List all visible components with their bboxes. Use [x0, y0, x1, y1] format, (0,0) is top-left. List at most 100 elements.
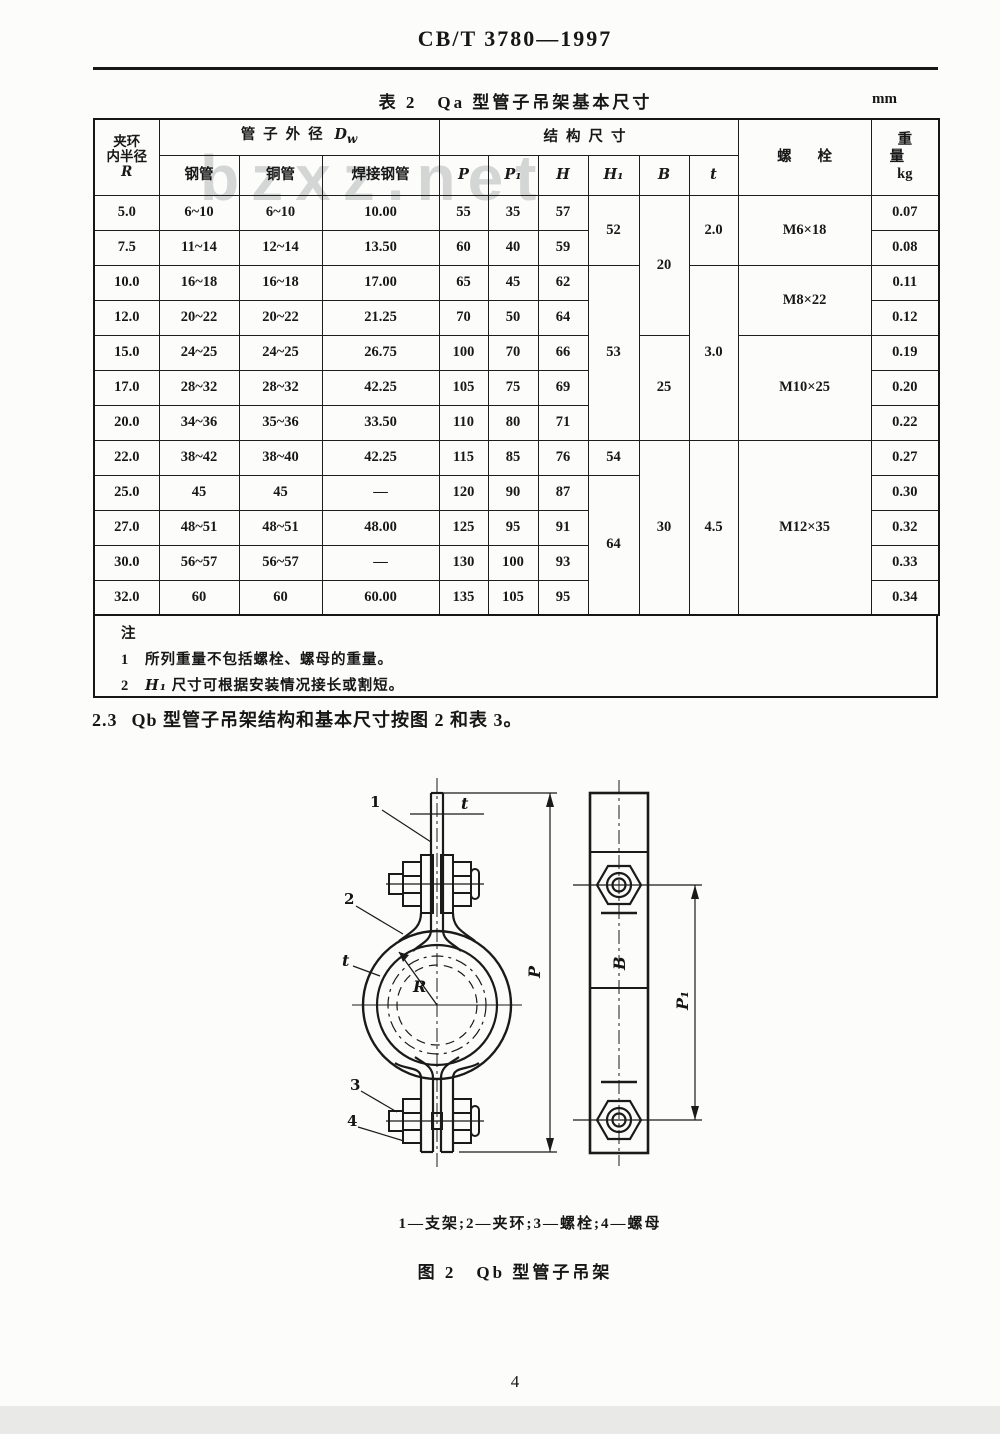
cell: 75 — [487, 369, 539, 406]
header-outer-diameter-group: 管子外径 Dw — [158, 118, 440, 156]
cell: 70 — [487, 334, 539, 371]
cell: 13.50 — [321, 229, 440, 266]
cell: 69 — [537, 369, 589, 406]
part2-leader — [355, 905, 404, 935]
note-label: 注 — [121, 626, 137, 642]
header-dim-p1: P₁ — [487, 154, 539, 196]
header-dim-h1: H₁ — [587, 154, 640, 196]
cell: 25.0 — [93, 474, 160, 511]
cell: 57 — [537, 194, 589, 231]
cell: 10.00 — [321, 194, 440, 231]
cell: 28~32 — [158, 369, 240, 406]
table-row: 12.0 20~22 20~22 21.25 70 50 64 0.12 — [93, 299, 940, 336]
cell: 0.20 — [870, 369, 940, 406]
cell: 38~40 — [238, 439, 323, 476]
p1-dimension — [573, 884, 702, 1121]
doc-number: CB/T 3780—1997 — [417, 26, 613, 51]
cell: 0.11 — [870, 264, 940, 301]
cell: 60 — [238, 579, 323, 616]
table-row: 22.0 38~42 38~40 42.25 115 85 76 54 30 4… — [93, 439, 940, 616]
cell: — — [321, 544, 440, 581]
cell: 33.50 — [321, 404, 440, 441]
cell: 0.34 — [870, 579, 940, 616]
cell: 59 — [537, 229, 589, 266]
note-item-number: 2 — [121, 678, 130, 694]
cell: 16~18 — [238, 264, 323, 301]
cell: 20.0 — [93, 404, 160, 441]
p-dimension — [443, 792, 557, 1153]
header-dim-p: P — [438, 154, 489, 196]
header-structure-group: 结构尺寸 — [438, 118, 739, 156]
lower-bolt-assembly — [386, 1098, 484, 1144]
table-row: 32.0 60 60 60.00 135 105 95 0.34 — [93, 579, 940, 616]
cell-h1-merged: 64 — [587, 474, 640, 616]
note-item-text: 尺寸可根据安装情况接长或割短。 — [167, 678, 405, 694]
cell: 27.0 — [93, 509, 160, 546]
t-top-label: t — [461, 794, 469, 813]
header-dim-b: B — [638, 154, 690, 196]
table-caption: 表 2 Qa 型管子吊架基本尺寸 — [378, 93, 653, 112]
header-weight-label: 重量 — [889, 132, 929, 165]
header-radius-line1: 夹环 — [113, 134, 141, 150]
cell: — — [321, 474, 440, 511]
table-row: 7.5 11~14 12~14 13.50 60 40 59 0.08 — [93, 229, 940, 266]
table-row: 10.0 16~18 16~18 17.00 65 45 62 53 3.0 M… — [93, 264, 940, 441]
cell-b-merged: 25 — [638, 334, 690, 441]
cell: 40 — [487, 229, 539, 266]
header-copper-pipe: 铜管 — [238, 154, 323, 196]
part2-label: 2 — [344, 890, 354, 908]
cell-bolt-merged: M12×35 — [737, 439, 872, 616]
cell-t-merged: 3.0 — [688, 264, 739, 441]
part3-leader — [360, 1090, 398, 1113]
cell: 56~57 — [158, 544, 240, 581]
cell: 95 — [537, 579, 589, 616]
cell: 85 — [487, 439, 539, 476]
cell: 0.19 — [870, 334, 940, 371]
cell-b-merged: 30 — [638, 439, 690, 616]
cell: 71 — [537, 404, 589, 441]
cell: 48.00 — [321, 509, 440, 546]
cell-t-merged: 2.0 — [688, 194, 739, 266]
header-outer-diameter-label: 管子外径 — [240, 127, 331, 144]
cell: 7.5 — [93, 229, 160, 266]
cell-bolt-merged: M8×22 — [737, 264, 872, 336]
figure-legend: 1—支架;2—夹环;3—螺栓;4—螺母 — [398, 1216, 662, 1232]
cell: 22.0 — [93, 439, 160, 476]
cell: 16~18 — [158, 264, 240, 301]
cell: 100 — [487, 544, 539, 581]
part4-label: 4 — [347, 1112, 357, 1130]
table-row: 17.0 28~32 28~32 42.25 105 75 69 0.20 — [93, 369, 940, 406]
front-view — [352, 778, 557, 1170]
cell: 90 — [487, 474, 539, 511]
cell: 65 — [438, 264, 489, 301]
cell: 0.33 — [870, 544, 940, 581]
cell: 34~36 — [158, 404, 240, 441]
cell: 12.0 — [93, 299, 160, 336]
cell: 76 — [537, 439, 589, 476]
cell: 130 — [438, 544, 489, 581]
cell: 87 — [537, 474, 589, 511]
scan-edge-bar — [0, 1406, 1000, 1434]
cell: 6~10 — [238, 194, 323, 231]
cell: 60.00 — [321, 579, 440, 616]
section-number: 2.3 — [92, 710, 118, 730]
part4-leader — [357, 1126, 405, 1142]
cell: 115 — [438, 439, 489, 476]
unit-label: mm — [872, 91, 897, 107]
cell: 17.00 — [321, 264, 440, 301]
cell: 0.07 — [870, 194, 940, 231]
cell: 20~22 — [238, 299, 323, 336]
bracket-strip — [429, 791, 445, 930]
cell: 0.30 — [870, 474, 940, 511]
cell: 55 — [438, 194, 489, 231]
cell: 48~51 — [158, 509, 240, 546]
radius-line — [398, 951, 438, 1006]
header-dim-t: t — [688, 154, 739, 196]
note-item-text: 所列重量不包括螺栓、螺母的重量。 — [145, 652, 393, 668]
cell: 45 — [238, 474, 323, 511]
basic-dimensions-table: 夹环 内半径 R 管子外径 Dw 结构尺寸 螺栓 重量 kg 钢管 铜管 焊接钢… — [93, 118, 941, 698]
cell: 0.12 — [870, 299, 940, 336]
cell: 11~14 — [158, 229, 240, 266]
